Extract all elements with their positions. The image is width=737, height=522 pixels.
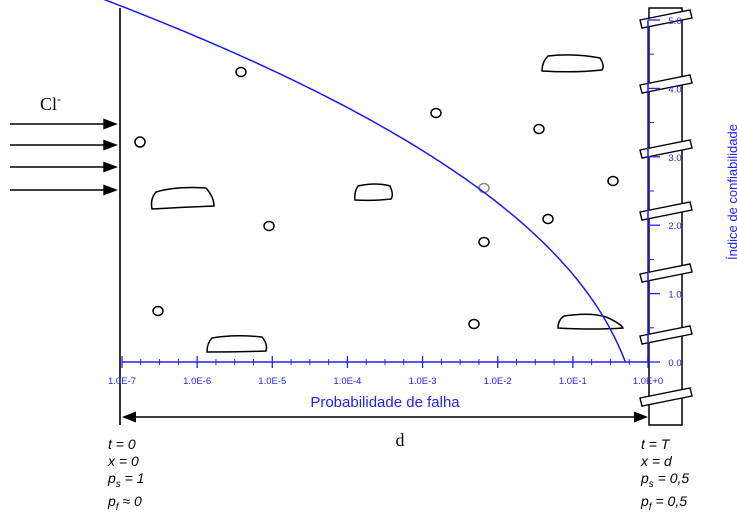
x-tick-label: 1.0E+0 [633, 376, 663, 387]
x-axis-title: Probabilidade de falha [310, 394, 460, 411]
reliability-index-axis: 0.0 1.0 2.0 3.0 4.0 5.0 [647, 16, 682, 369]
condition-line: ps = 0,5 [641, 470, 690, 490]
condition-line: pf = 0,5 [641, 492, 687, 513]
rebar-rib [639, 263, 693, 283]
aggregate-pebble [542, 213, 554, 225]
condition-line: t = T [641, 436, 670, 452]
rebar-rib [639, 387, 693, 407]
rebar-rib [639, 325, 693, 345]
x-tick-label: 1.0E-2 [484, 376, 512, 387]
dimension-arrow-left [122, 411, 136, 423]
y-tick-label: 5.0 [668, 16, 681, 27]
rebar-rib [639, 9, 693, 29]
aggregate-pebble [430, 107, 442, 119]
x-tick-label: 1.0E-7 [108, 376, 136, 387]
y-tick-label: 1.0 [668, 290, 681, 301]
distance-label: d [396, 430, 405, 450]
y-tick-label: 4.0 [668, 84, 681, 95]
condition-line: x = 0 [108, 453, 139, 469]
aggregates [134, 54, 625, 353]
aggregate-stone [206, 334, 268, 353]
aggregate-stone [150, 186, 215, 210]
rebar-rib [639, 201, 693, 221]
aggregate-pebble [152, 305, 164, 317]
y-tick-label: 0.0 [668, 358, 681, 369]
arrow-head [103, 161, 118, 173]
x-tick-label: 1.0E-6 [183, 376, 211, 387]
aggregate-pebble [478, 182, 490, 194]
x-tick-label: 1.0E-5 [258, 376, 286, 387]
aggregate-pebble [134, 136, 146, 148]
aggregate-pebble [263, 220, 275, 232]
aggregate-pebble [235, 66, 247, 78]
arrow-head [103, 139, 118, 151]
reinforcement-bar [639, 7, 693, 426]
aggregate-pebble [468, 318, 480, 330]
y-axis-title: Índice de confiabilidade [725, 124, 737, 260]
rebar-rib [639, 139, 693, 159]
arrow-head [103, 118, 118, 130]
rebar-ribs [639, 9, 693, 407]
aggregate-stone [354, 183, 394, 202]
arrow-head [103, 184, 118, 196]
aggregate-pebble [478, 236, 490, 248]
distance-dimension [122, 411, 648, 423]
y-tick-label: 2.0 [668, 221, 681, 232]
chloride-ion-label: Cl- [40, 92, 61, 114]
x-tick-label: 1.0E-1 [559, 376, 587, 387]
reliability-curve [103, 0, 627, 363]
chloride-arrows [10, 118, 118, 196]
failure-probability-axis: 1.0E-7 1.0E-6 1.0E-5 1.0E-4 1.0E-3 1.0E-2 1.0E… [108, 356, 663, 387]
condition-line: pf ≈ 0 [108, 492, 142, 513]
aggregate-pebble [533, 123, 545, 135]
condition-line: x = d [641, 453, 672, 469]
condition-line: t = 0 [108, 436, 136, 452]
x-tick-label: 1.0E-4 [333, 376, 361, 387]
x-tick-label: 1.0E-3 [409, 376, 437, 387]
aggregate-stone [557, 313, 625, 330]
aggregate-stone [541, 54, 604, 73]
dimension-arrow-right [634, 411, 648, 423]
aggregate-pebble [607, 175, 619, 187]
y-tick-label: 3.0 [668, 153, 681, 164]
condition-line: ps = 1 [108, 470, 145, 490]
